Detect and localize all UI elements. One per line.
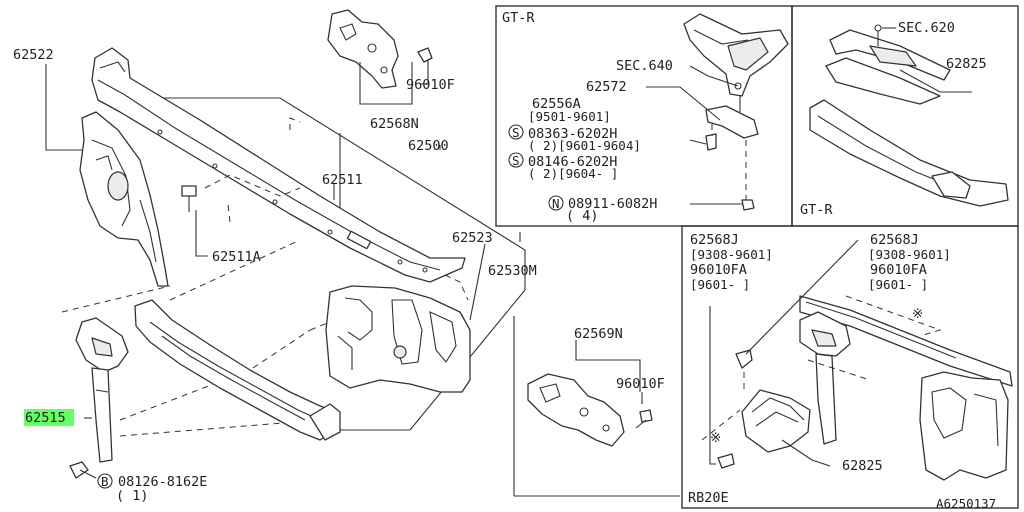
rb-right-range1: [9308-9601] (868, 247, 951, 262)
bracket-62569N (513, 316, 680, 497)
label-sec620[interactable]: SEC.620 (898, 20, 955, 36)
label-sec640[interactable]: SEC.640 (616, 58, 673, 74)
s1-circle (508, 124, 524, 140)
panel-gtr-left (495, 5, 793, 227)
n-qty: ( 4) (566, 208, 599, 224)
bracket-62568N-top (327, 9, 433, 105)
s2-range: ( 2)[9604- ] (528, 166, 618, 181)
label-62511A: 62511A (212, 249, 261, 265)
lower-radiator-support-62530M (134, 299, 341, 441)
gtr-left-title: GT-R (502, 10, 535, 26)
rb-left-part: 62568J (690, 232, 739, 248)
bolt-62511A (181, 185, 208, 257)
label-62530M: 62530M (488, 263, 537, 279)
bolt-08126-8162E (69, 461, 97, 479)
hood-lock-support-62515 (75, 317, 129, 463)
rb-right-range2: [9601- ] (868, 277, 928, 292)
rb-left-range1: [9308-9601] (690, 247, 773, 262)
label-range-9501: [9501-9601] (528, 109, 611, 124)
label-96010F-top: 96010F (406, 77, 455, 93)
s2-code: 08146-6202H (528, 154, 617, 170)
side-bracket-left (79, 111, 169, 287)
label-62825-gtr: 62825 (946, 56, 987, 72)
side-bracket-right-62523 (325, 285, 471, 393)
s1-code: 08363-6202H (528, 126, 617, 142)
n-circle (548, 195, 564, 211)
label-96010F-bottom: 96010F (616, 376, 665, 392)
rb-right-part2: 96010FA (870, 262, 927, 278)
label-62572: 62572 (586, 79, 627, 95)
bolt-callout-code: 08126-8162E (118, 474, 207, 490)
panel-gtr-right (791, 5, 1019, 227)
rb-left-part2: 96010FA (690, 262, 747, 278)
gtr-right-title: GT-R (800, 202, 833, 218)
n-letter: N (552, 196, 560, 211)
rb20e-title: RB20E (688, 490, 729, 506)
n-code: 08911-6082H (568, 196, 657, 212)
leader-lines-main (84, 183, 486, 419)
label-62556A: 62556A (532, 96, 581, 112)
bolt-callout-circle (97, 473, 113, 489)
rb-mark-right: ※ (912, 306, 923, 322)
label-62569N: 62569N (574, 326, 623, 342)
s2-letter: S (512, 153, 520, 168)
label-62825-rb: 62825 (842, 458, 883, 474)
s2-circle (508, 152, 524, 168)
label-62500: 62500 (408, 138, 449, 154)
rb-right-part: 62568J (870, 232, 919, 248)
bolt-callout-qty: ( 1) (116, 488, 149, 504)
s1-range: ( 2)[9601-9604] (528, 138, 641, 153)
rb-mark-left: ※ (710, 430, 721, 446)
rb-left-range2: [9601- ] (690, 277, 750, 292)
label-62523: 62523 (452, 230, 493, 246)
highlight-62515 (24, 409, 74, 426)
label-62568N-top: 62568N (370, 116, 419, 132)
panel-rb20e (681, 225, 1019, 509)
label-62522: 62522 (13, 47, 54, 63)
label-62511: 62511 (322, 172, 363, 188)
label-62515[interactable]: 62515 (25, 410, 66, 426)
diagram-id: A6250137 (936, 496, 996, 511)
bolt-callout-letter: B (101, 474, 109, 489)
upper-radiator-support-62511 (91, 47, 466, 283)
s1-letter: S (512, 125, 520, 140)
